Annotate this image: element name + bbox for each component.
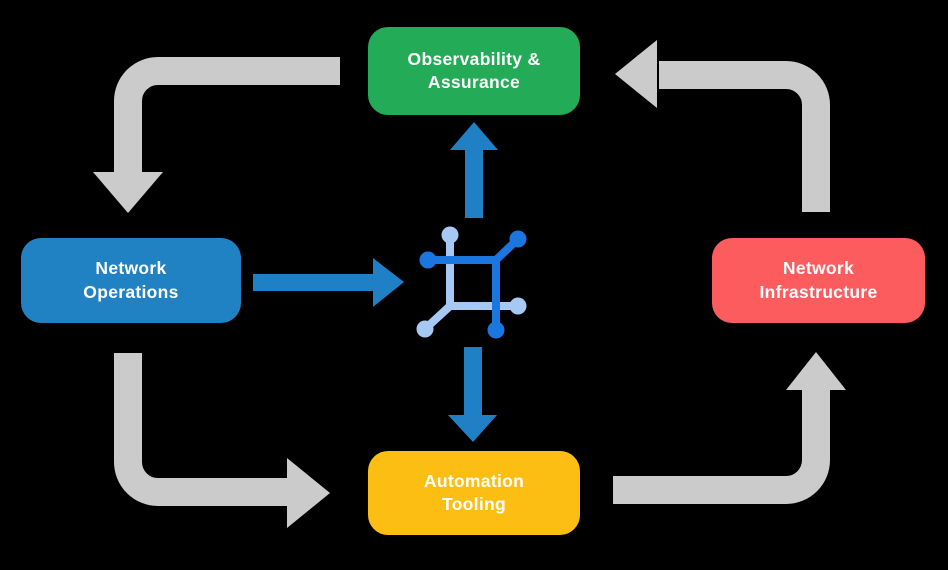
node-network-operations: Network Operations [21,238,241,323]
node-label-line: Assurance [427,72,521,92]
center-arrow-operations-to-center [253,258,404,307]
flow-arrow-operations-to-tooling [114,353,330,528]
node-observability-assurance: Observability & Assurance [368,27,580,115]
center-arrow-center-to-tooling [448,347,497,442]
node-automation-tooling: Automation Tooling [368,451,580,535]
flow-arrow-tooling-to-infrastructure [613,352,846,504]
node-label-line: Observability & [407,48,541,69]
node-label-line: Operations [83,281,179,302]
node-label-line: Tooling [442,494,506,514]
center-arrow-center-to-observability [450,122,498,218]
flow-arrow-infrastructure-to-observability [615,40,830,212]
node-label-line: Infrastructure [759,281,878,302]
node-label-line: Network [95,258,167,279]
node-label-line: Network [782,258,855,279]
node-label-line: Automation [423,470,525,491]
flow-arrow-observability-to-operations [93,57,340,213]
node-network-infrastructure: Network Infrastructure [712,238,925,323]
network-mesh-icon [416,226,527,339]
